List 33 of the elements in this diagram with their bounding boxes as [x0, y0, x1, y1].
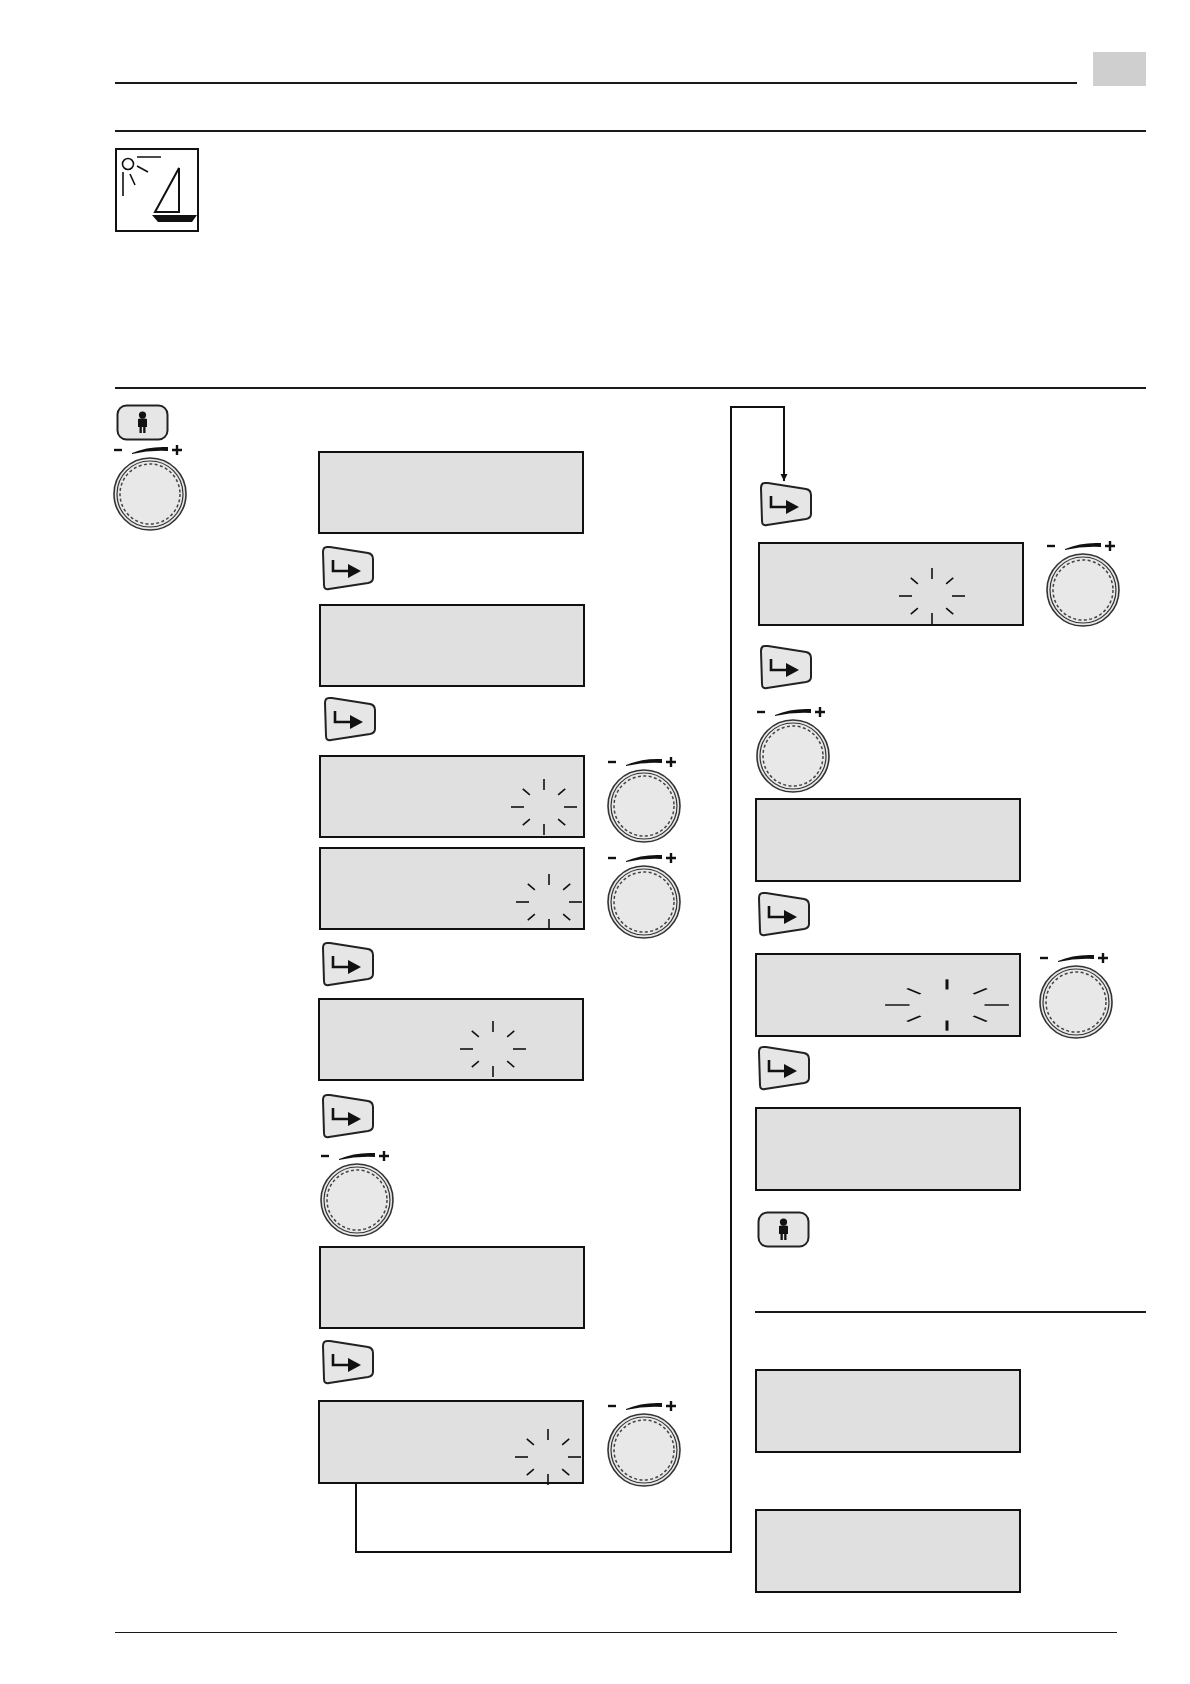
lcd-display — [318, 998, 584, 1081]
person-button — [757, 1211, 810, 1248]
enter-button — [323, 696, 377, 743]
lcd-display — [755, 953, 1021, 1037]
lcd-display — [758, 542, 1024, 626]
enter-button — [757, 891, 811, 938]
lcd-display — [755, 1509, 1021, 1593]
rotary-knob — [604, 1398, 684, 1490]
enter-button — [321, 1339, 375, 1386]
rotary-knob — [753, 704, 833, 796]
connector-arrow — [355, 406, 788, 1553]
lcd-display — [319, 755, 585, 838]
person-button — [116, 404, 169, 441]
lcd-display — [318, 1400, 584, 1484]
enter-button — [759, 644, 813, 691]
rotary-knob — [110, 442, 190, 534]
lcd-display — [319, 1246, 585, 1329]
lcd-display — [755, 798, 1021, 882]
lcd-display — [318, 451, 584, 534]
lcd-display — [755, 1107, 1021, 1191]
enter-button — [759, 481, 813, 528]
enter-button — [321, 941, 375, 988]
lcd-display — [755, 1369, 1021, 1453]
rotary-knob — [1043, 538, 1123, 630]
enter-button — [321, 545, 375, 592]
enter-button — [757, 1045, 811, 1092]
rotary-knob — [1036, 950, 1116, 1042]
rotary-knob — [604, 850, 684, 942]
rotary-knob — [604, 754, 684, 846]
lcd-display — [319, 604, 585, 687]
lcd-display — [319, 847, 585, 930]
enter-button — [321, 1093, 375, 1140]
rotary-knob — [317, 1148, 397, 1240]
